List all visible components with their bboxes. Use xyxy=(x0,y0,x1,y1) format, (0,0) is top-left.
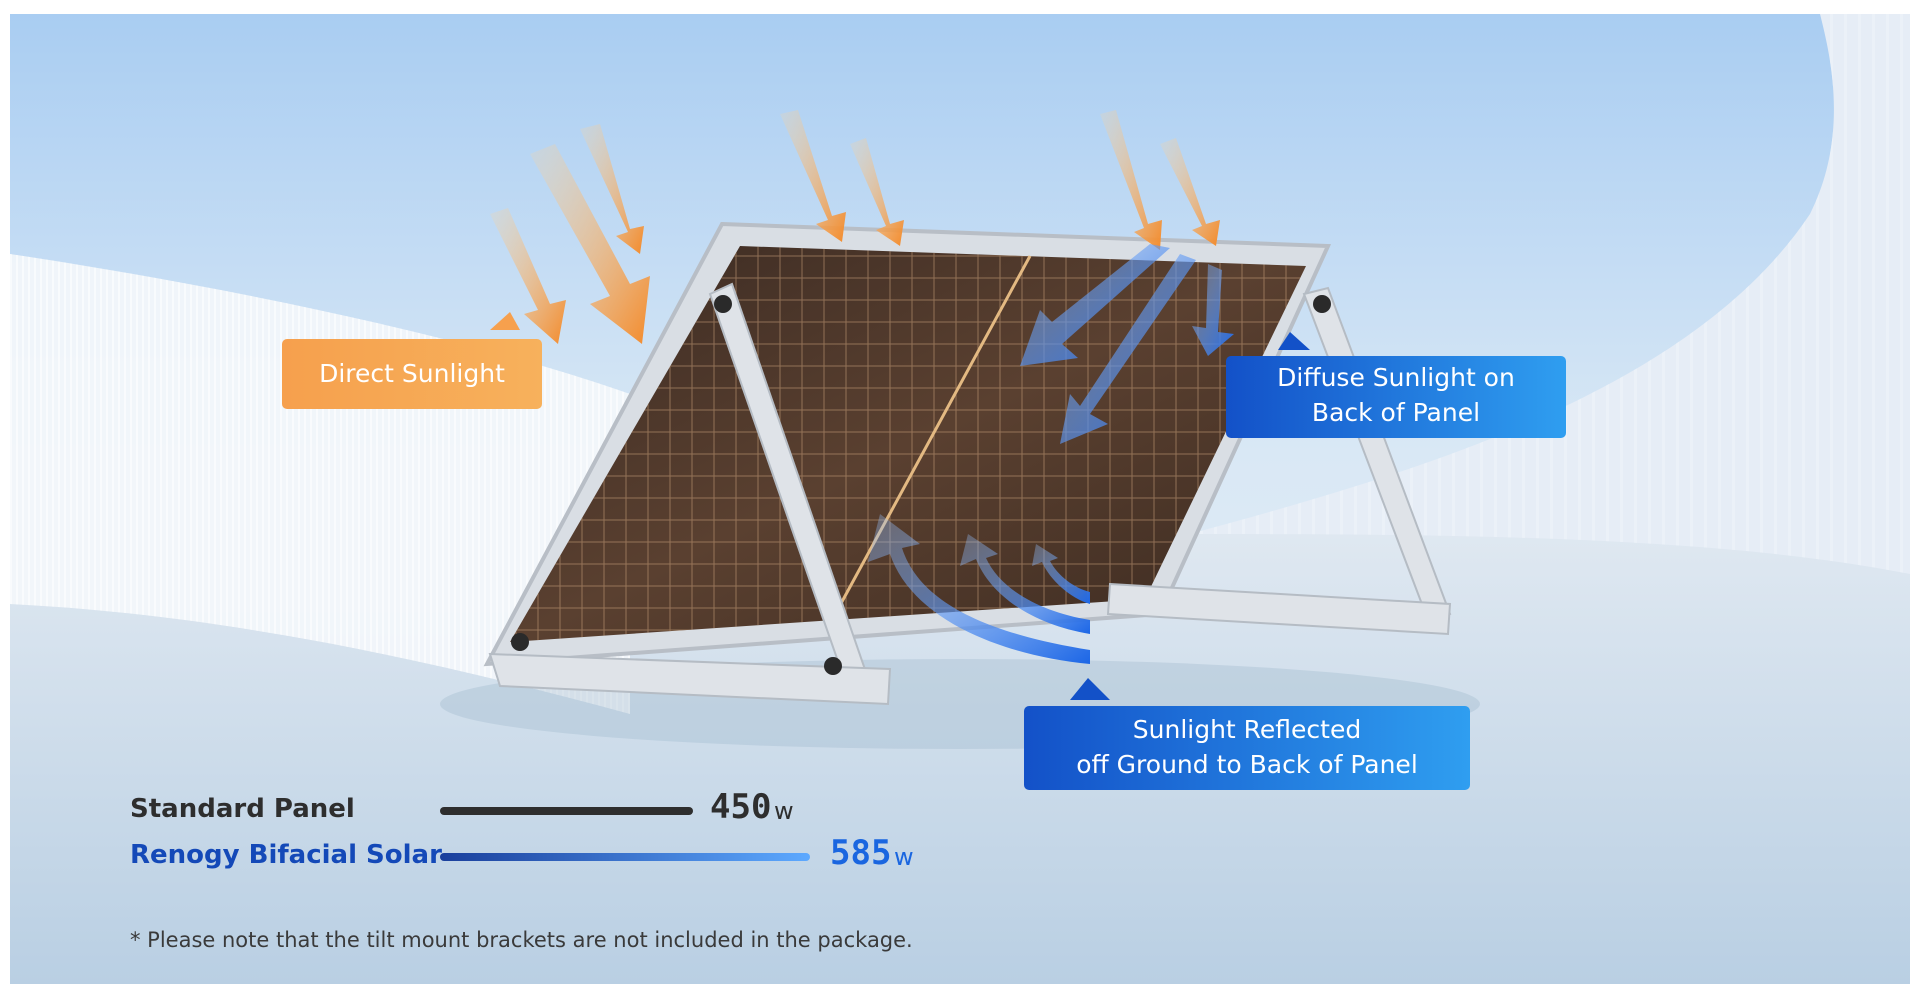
bifacial-panel-label: Renogy Bifacial Solar xyxy=(130,840,442,870)
bifacial-panel-value: 585 xyxy=(830,833,892,873)
bifacial-panel-bar xyxy=(440,853,810,861)
standard-panel-unit: w xyxy=(774,797,794,825)
diffuse-sunlight-line2: Back of Panel xyxy=(1311,398,1481,427)
direct-sunlight-arrows xyxy=(490,110,1220,344)
diffuse-sunlight-arrows xyxy=(1020,244,1234,444)
footnote: * Please note that the tilt mount bracke… xyxy=(130,928,913,952)
reflected-sunlight-line1: Sunlight Reflected xyxy=(1132,715,1362,744)
standard-panel-label: Standard Panel xyxy=(130,794,355,824)
reflected-sunlight-line2: off Ground to Back of Panel xyxy=(1076,750,1418,779)
diffuse-sunlight-callout: Diffuse Sunlight on Back of Panel xyxy=(1226,356,1566,438)
reflected-sunlight-arrows xyxy=(868,514,1090,664)
diffuse-sunlight-line1: Diffuse Sunlight on xyxy=(1277,363,1515,392)
direct-sunlight-callout: Direct Sunlight xyxy=(282,339,542,409)
standard-panel-value: 450 xyxy=(710,787,772,827)
direct-sunlight-label: Direct Sunlight xyxy=(319,359,505,388)
scene-illustration xyxy=(10,14,1910,984)
standard-panel-bar xyxy=(440,807,693,815)
bifacial-panel-unit: w xyxy=(894,843,914,871)
reflected-sunlight-callout: Sunlight Reflected off Ground to Back of… xyxy=(1024,706,1470,790)
product-illustration: Direct Sunlight Diffuse Sunlight on Back… xyxy=(10,14,1910,984)
